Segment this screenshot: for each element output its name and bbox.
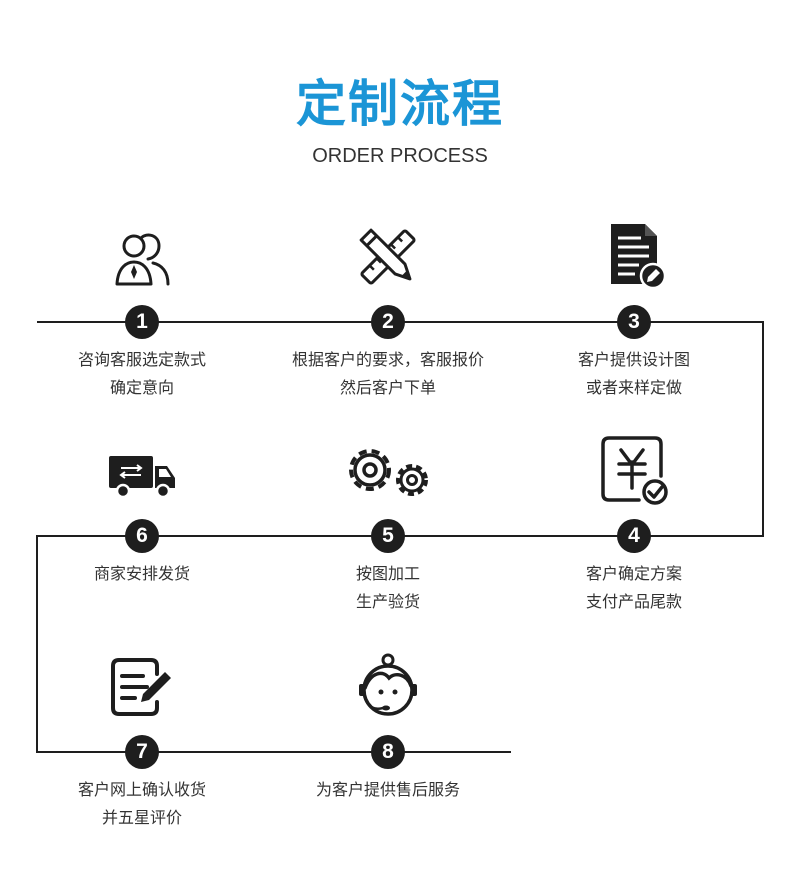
step-number-badge: 4 <box>617 519 651 553</box>
pencil-ruler-icon <box>353 222 423 292</box>
step-number-badge: 1 <box>125 305 159 339</box>
page-subtitle: ORDER PROCESS <box>312 145 488 167</box>
document-edit-icon <box>599 222 669 292</box>
step-description: 为客户提供售后服务 <box>315 780 460 799</box>
process-step-6: 6 商家安排发货 <box>12 436 272 646</box>
review-edit-icon <box>107 652 177 722</box>
step-number-badge: 2 <box>371 305 405 339</box>
step-description: 客户提供设计图 或者来样定做 <box>577 350 690 397</box>
process-step-7: 7 客户网上确认收货 并五星评价 <box>12 652 272 862</box>
delivery-truck-icon <box>107 436 177 506</box>
step-number-badge: 7 <box>125 735 159 769</box>
step-description: 商家安排发货 <box>93 564 190 583</box>
process-step-8: 8 为客户提供售后服务 <box>258 652 518 862</box>
step-description: 客户网上确认收货 并五星评价 <box>77 780 206 827</box>
step-number-badge: 8 <box>371 735 405 769</box>
process-step-3: 3 客户提供设计图 或者来样定做 <box>504 222 764 432</box>
process-step-2: 2 根据客户的要求，客服报价 然后客户下单 <box>258 222 518 432</box>
yuan-payment-check-icon <box>599 436 669 506</box>
step-description: 根据客户的要求，客服报价 然后客户下单 <box>291 350 484 397</box>
step-number-badge: 6 <box>125 519 159 553</box>
step-number-badge: 5 <box>371 519 405 553</box>
step-number-badge: 3 <box>617 305 651 339</box>
gears-icon <box>338 436 438 506</box>
process-step-1: 1 咨询客服选定款式 确定意向 <box>12 222 272 432</box>
step-description: 按图加工 生产验货 <box>355 564 420 611</box>
step-description: 咨询客服选定款式 确定意向 <box>77 350 206 397</box>
step-description: 客户确定方案 支付产品尾款 <box>585 564 682 611</box>
after-sales-agent-icon <box>353 652 423 722</box>
process-step-4: 4 客户确定方案 支付产品尾款 <box>504 436 764 646</box>
page-title: 定制流程 <box>296 75 504 133</box>
customer-service-users-icon <box>107 222 177 292</box>
process-step-5: 5 按图加工 生产验货 <box>258 436 518 646</box>
